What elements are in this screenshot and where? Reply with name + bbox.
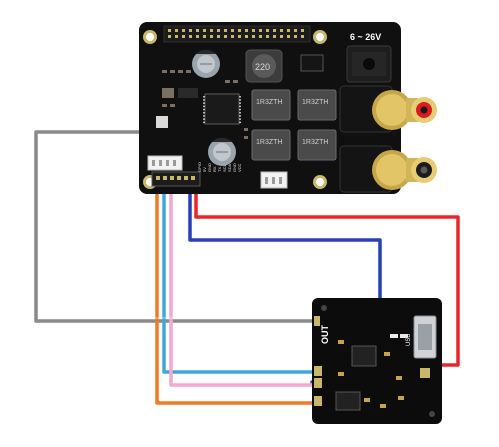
uart-header [151,171,201,187]
jst-connector [147,155,183,171]
usb-module-board: OUT USB [312,298,442,424]
voltage-label: 6 ~ 26V [350,32,381,42]
gpio-header [163,25,311,43]
header-pin-label: SCL [222,163,227,172]
header-pin-label: RX [212,166,217,172]
mounting-hole [321,305,327,311]
mounting-hole [429,411,435,417]
orange-wire [155,186,328,405]
gpio-header-pins [168,29,304,38]
inductor-marking: 220 [255,62,270,72]
ic-legs [203,96,241,124]
capacitor [208,137,236,166]
filter-inductor: 1R3ZTH [297,129,337,161]
wire-pads [314,316,430,406]
header-pin-label: GPIO [197,162,202,172]
smd-components [162,70,248,139]
pink-wire [169,186,324,387]
header-pin-label: GND [207,163,212,172]
main-board: 6 ~ 26V 220 1R3ZTH [139,22,437,194]
capacitor [192,49,220,78]
header-pin-label: SDA [227,163,232,172]
rca-jack-bottom [339,145,437,193]
module-ic [351,345,377,367]
gray-wire [34,130,318,323]
svg-text:1R3ZTH: 1R3ZTH [302,139,328,146]
small-board-side-label: OUT [320,325,330,345]
filter-inductor: 1R3ZTH [251,129,291,161]
amplifier-ic [204,93,240,125]
micro-usb-port: USB [406,315,437,359]
header-pin-label: VCC [237,163,242,172]
cyan-wire [162,186,322,374]
filter-inductor: 1R3ZTH [251,89,291,121]
filter-inductor: 1R3ZTH [297,89,337,121]
status-leds [390,334,408,338]
svg-text:1R3ZTH: 1R3ZTH [302,99,328,106]
header-pin-label: 5V [202,167,207,172]
header-pin-label: GND [232,163,237,172]
small-header [156,116,168,128]
smd-components [338,340,404,408]
svg-text:1R3ZTH: 1R3ZTH [256,139,282,146]
rca-jack-top [339,85,437,133]
wires [34,130,460,405]
module-ic [335,391,361,411]
regulator-ic [300,54,324,72]
header-pin-label: TX [217,167,222,172]
svg-text:1R3ZTH: 1R3ZTH [256,99,282,106]
usb-label: USB [406,334,412,346]
